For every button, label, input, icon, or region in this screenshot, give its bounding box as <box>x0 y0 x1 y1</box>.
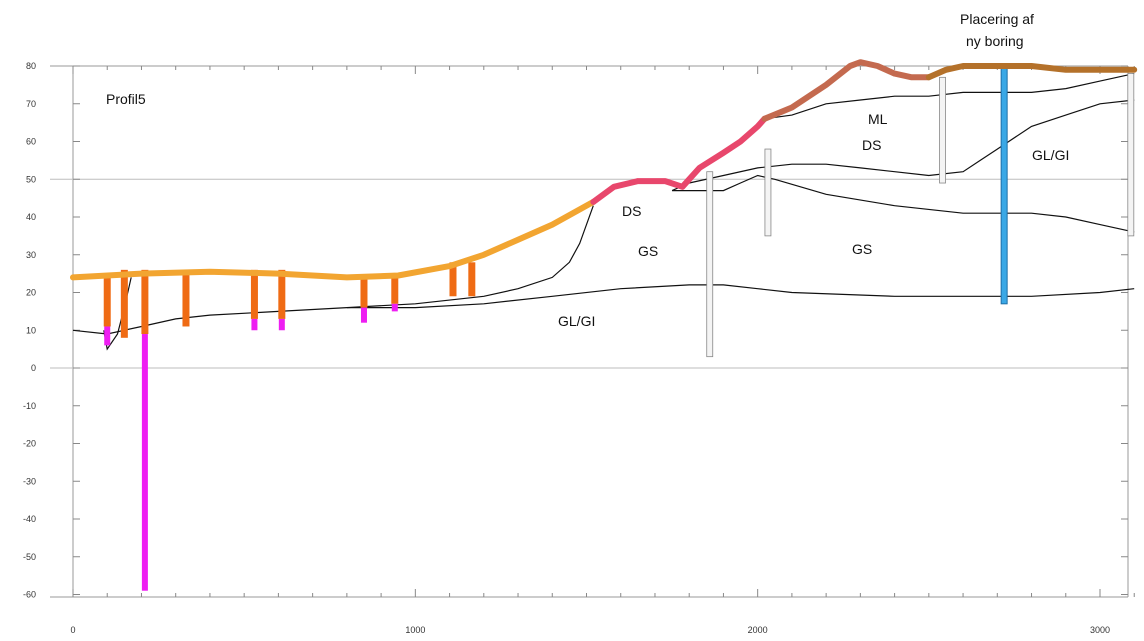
layer-label-ml: ML <box>868 111 888 127</box>
borehole <box>468 262 476 297</box>
terrain-segment <box>590 115 768 205</box>
borehole-lower <box>104 326 111 346</box>
layer-label-gs-right: GS <box>852 241 872 257</box>
y-tick-label: 0 <box>31 363 36 373</box>
profile-title: Profil5 <box>106 91 146 107</box>
y-tick-label: -50 <box>23 552 36 562</box>
grid-group <box>50 65 1135 598</box>
borehole-log <box>1127 73 1135 237</box>
borehole <box>360 277 368 308</box>
x-tick-label: 1000 <box>405 625 425 635</box>
y-tick-labels: 80 70 60 50 40 30 20 10 0 -10 -20 -30 -40 -50 -60 <box>23 61 36 600</box>
borehole-lower <box>278 318 285 331</box>
layer-boundary-line <box>671 99 1135 192</box>
terrain-segment <box>925 63 1138 81</box>
y-tick-label: 40 <box>26 212 36 222</box>
terrain-surface <box>70 59 1138 281</box>
borehole <box>120 269 128 338</box>
terrain-segment <box>761 59 932 122</box>
layer-boundary-line <box>672 174 1135 233</box>
layer-label-gl-bottom: GL/GI <box>558 313 595 329</box>
new-borehole <box>1000 65 1008 305</box>
layer-boundary-line <box>346 205 594 309</box>
borehole <box>449 262 457 297</box>
borehole <box>278 269 286 319</box>
y-tick-label: -20 <box>23 439 36 449</box>
x-tick-label: 2000 <box>748 625 768 635</box>
y-tick-label: 30 <box>26 250 36 260</box>
layer-label-ds-left: DS <box>622 203 641 219</box>
layer-boundary-line <box>764 73 1135 120</box>
borehole-log <box>706 171 714 358</box>
y-tick-label: -40 <box>23 514 36 524</box>
y-tick-label: 60 <box>26 137 36 147</box>
y-tick-label: 50 <box>26 174 36 184</box>
layer-boundary-line <box>72 284 1135 335</box>
borehole <box>182 269 190 327</box>
y-tick-label: 80 <box>26 61 36 71</box>
borehole <box>141 269 149 335</box>
borehole-lower <box>141 334 148 591</box>
annotation-line1: Placering af <box>960 11 1034 27</box>
borehole-lower <box>360 307 367 323</box>
terrain-segment <box>70 198 597 281</box>
y-tick-label: 20 <box>26 288 36 298</box>
y-tick-label: -10 <box>23 401 36 411</box>
borehole <box>103 273 111 327</box>
borehole <box>391 277 399 304</box>
y-tick-label: -60 <box>23 590 36 600</box>
borehole-lower <box>391 303 398 312</box>
borehole-log <box>939 76 946 184</box>
x-tick-labels: 0 1000 2000 3000 <box>70 625 1110 635</box>
layer-label-gs-left: GS <box>638 243 658 259</box>
y-tick-label: 70 <box>26 99 36 109</box>
borehole <box>250 269 258 319</box>
layer-label-gl-right: GL/GI <box>1032 147 1069 163</box>
y-tick-label: 10 <box>26 325 36 335</box>
boreholes-group <box>103 65 1135 591</box>
x-tick-label: 3000 <box>1090 625 1110 635</box>
annotation-line2: ny boring <box>966 33 1024 49</box>
borehole-log <box>764 148 772 237</box>
layer-label-ds-right: DS <box>862 137 881 153</box>
layer-boundaries <box>72 73 1135 351</box>
y-tick-label: -30 <box>23 476 36 486</box>
x-tick-label: 0 <box>70 625 75 635</box>
borehole-lower <box>251 318 258 331</box>
